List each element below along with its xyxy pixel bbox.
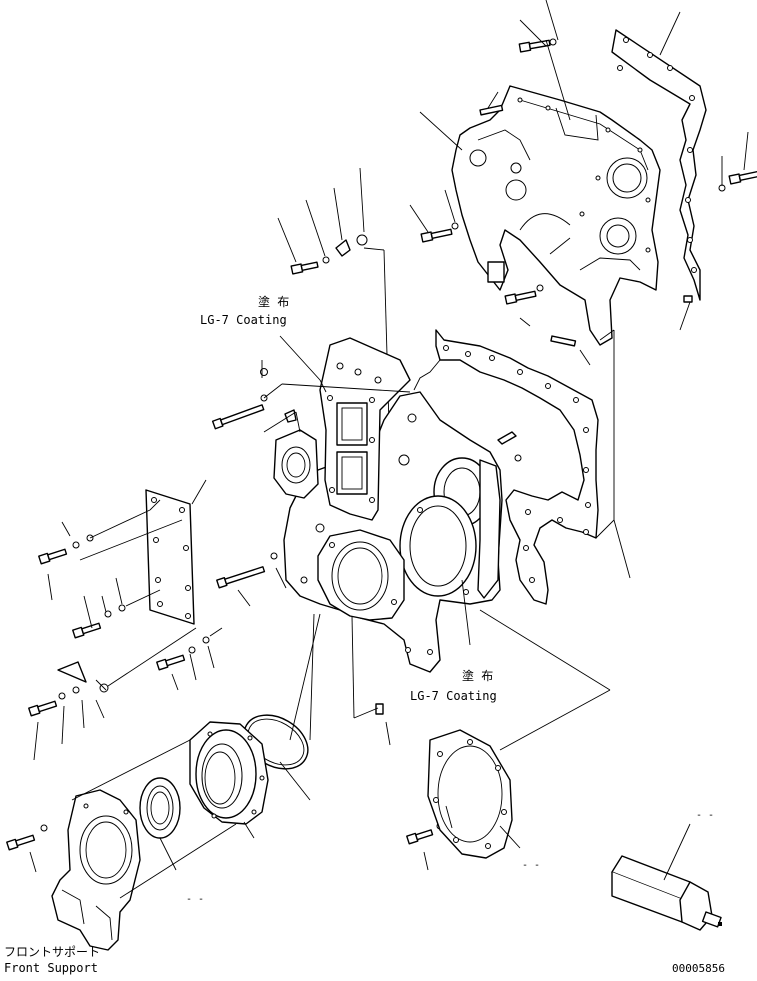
coating-label-bottom-jp: 塗 布 xyxy=(462,668,493,683)
upper-gasket xyxy=(611,29,707,301)
coating-label-top-jp: 塗 布 xyxy=(258,294,289,309)
middle-gasket xyxy=(413,329,599,605)
drawing-number: 00005856 xyxy=(672,962,725,975)
front-support-bracket xyxy=(51,789,141,951)
left-gasket-plate xyxy=(145,489,195,625)
coating-label-bottom-en: LG-7 Coating xyxy=(410,689,497,703)
upper-bolts xyxy=(290,38,757,347)
tool-shaft xyxy=(611,855,722,931)
leader-lines-left xyxy=(33,479,223,761)
oil-seal xyxy=(139,777,181,839)
coating-label-top-en: LG-7 Coating xyxy=(200,313,287,327)
leader-lines-middle xyxy=(237,329,631,751)
placeholder-dash-tool: - - xyxy=(696,810,714,821)
front-support-label-jp: フロントサポート xyxy=(4,945,100,959)
upper-cover xyxy=(451,85,661,346)
leader-lines-top xyxy=(277,0,749,465)
leader-lines-lower xyxy=(29,613,691,899)
front-support-label-en: Front Support xyxy=(4,961,98,975)
long-bolts xyxy=(211,394,278,589)
placeholder-dash-support: - - xyxy=(186,894,204,905)
front-cover-main xyxy=(273,337,503,673)
left-bolts xyxy=(6,534,444,851)
seal-retainer xyxy=(189,721,269,825)
rear-cover-plate xyxy=(427,729,513,859)
placeholder-dash-plate: - - xyxy=(522,860,540,871)
